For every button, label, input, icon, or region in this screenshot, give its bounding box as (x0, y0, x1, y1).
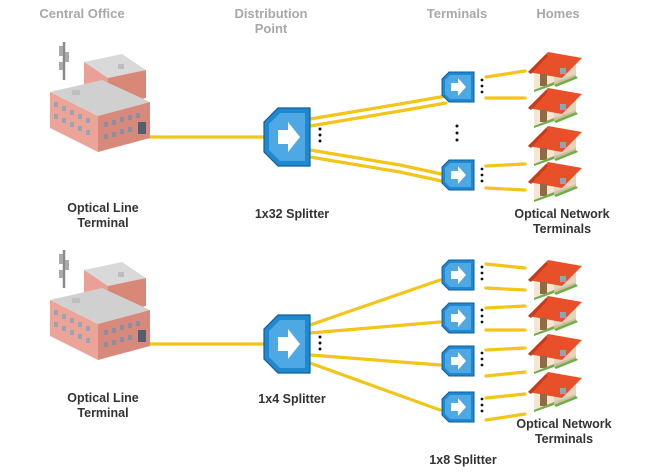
terminal-box (441, 159, 475, 191)
distribution-fiber (308, 101, 448, 128)
splitter-label: 1x4 Splitter (258, 392, 326, 406)
distribution-fiber (308, 94, 448, 121)
drop-fiber (484, 262, 527, 270)
distribution-fiber (308, 353, 442, 367)
top-network: Optical Line Terminal 1x32 Splitter Opti… (48, 40, 610, 236)
terminal-splitter-label: 1x8 Splitter (429, 453, 497, 467)
home-house-icon (528, 88, 582, 128)
header-distribution-point-2: Point (255, 21, 288, 36)
drop-fiber (484, 162, 527, 168)
drop-fiber (484, 370, 527, 378)
home-house-icon (528, 162, 582, 202)
header-central-office: Central Office (39, 6, 124, 21)
terminal-box-1x8 (441, 259, 475, 291)
drop-fiber (484, 304, 527, 310)
drop-fiber (484, 412, 527, 422)
header-homes: Homes (536, 6, 579, 21)
drop-fiber (484, 186, 527, 192)
home-house-icon (528, 52, 582, 92)
ont-label: Optical Network (514, 207, 609, 221)
olt-label: Optical Line (67, 391, 139, 405)
home-house-icon (528, 334, 582, 374)
home-house-icon (528, 260, 582, 300)
central-office-building (48, 248, 152, 362)
terminal-dots (480, 265, 484, 413)
distribution-fiber (308, 155, 448, 184)
olt-label-2: Terminal (77, 406, 128, 420)
splitter-1x32 (263, 107, 311, 167)
drop-fiber (484, 69, 527, 79)
terminal-box (441, 71, 475, 103)
splitter-1x4 (263, 314, 311, 374)
distribution-fiber (308, 148, 448, 177)
olt-label-2: Terminal (77, 216, 128, 230)
ont-label: Optical Network (516, 417, 611, 431)
header-terminals: Terminals (427, 6, 487, 21)
drop-fiber (484, 392, 527, 400)
ont-label-2: Terminals (535, 432, 593, 446)
header-distribution-point: Distribution (235, 6, 308, 21)
home-house-icon (528, 372, 582, 412)
drop-fiber (484, 286, 527, 292)
home-house-icon (528, 126, 582, 166)
splitter-dots (318, 335, 322, 351)
distribution-fiber (308, 278, 442, 327)
distribution-fiber (308, 320, 442, 335)
splitter-dots (318, 127, 322, 143)
central-office-building (48, 40, 152, 154)
terminal-dots (455, 78, 484, 183)
splitter-label: 1x32 Splitter (255, 207, 329, 221)
terminal-box-1x8 (441, 302, 475, 334)
distribution-fiber (308, 361, 442, 412)
ont-label-2: Terminals (533, 222, 591, 236)
olt-label: Optical Line (67, 201, 139, 215)
drop-fiber (484, 346, 527, 352)
terminal-box-1x8 (441, 345, 475, 377)
bottom-network: Optical Line Terminal 1x4 Splitter Optic… (48, 248, 612, 467)
home-house-icon (528, 296, 582, 336)
terminal-box-1x8 (441, 391, 475, 423)
